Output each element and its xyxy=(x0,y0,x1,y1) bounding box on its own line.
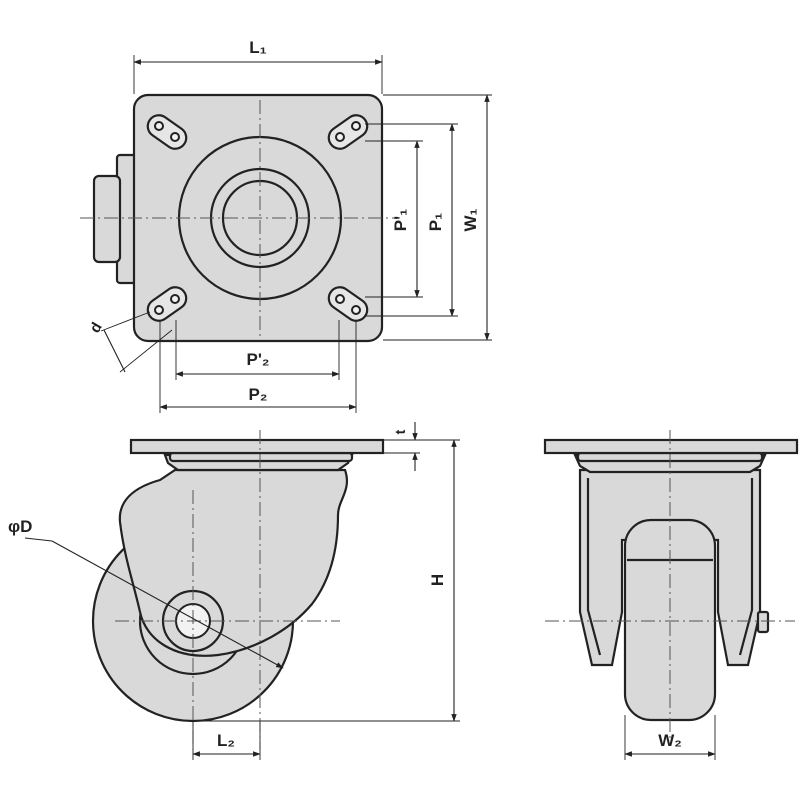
dim-H-label: H xyxy=(428,574,447,586)
dim-d-line xyxy=(103,329,126,373)
side-top-plate xyxy=(129,438,385,455)
dim-D-label: φD xyxy=(8,517,32,536)
mount-hole-bottom-left xyxy=(146,286,188,322)
dim-P1-label: P₁ xyxy=(426,213,445,231)
dim-W1-label: W₁ xyxy=(461,208,480,231)
dim-t-label: t xyxy=(392,429,408,434)
dim-P2-label: P₂ xyxy=(249,385,268,404)
mount-hole-top-left xyxy=(146,114,188,150)
mount-hole-top-right xyxy=(327,114,369,150)
side-boss-inner xyxy=(92,174,122,264)
dim-W2-label: W₂ xyxy=(658,731,682,750)
side-fork xyxy=(118,468,348,657)
front-axle-nut xyxy=(756,610,770,634)
dim-P2-prime-label: P'₂ xyxy=(247,350,270,369)
front-view: W₂ xyxy=(543,430,799,760)
dim-d-label: d xyxy=(86,320,105,336)
mount-hole-bottom-right xyxy=(327,286,369,322)
dim-P1-prime-label: P'₁ xyxy=(391,209,410,231)
front-top-plate xyxy=(543,438,799,455)
dim-D-leader xyxy=(51,540,284,669)
dim-L1-label: L₁ xyxy=(249,38,266,57)
side-view: t H φD L₂ xyxy=(8,422,460,760)
dim-L2-label: L₂ xyxy=(217,731,235,750)
side-swivel-race xyxy=(168,451,354,463)
top-view: L₁ W₁ P₁ P'₁ P'₂ P₂ d xyxy=(80,38,492,413)
